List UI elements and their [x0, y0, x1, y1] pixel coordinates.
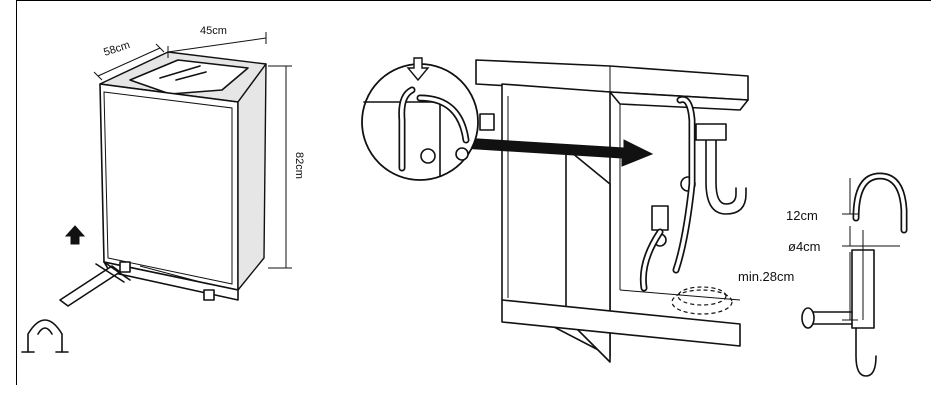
cabinet-installation: [461, 59, 749, 363]
cabinet-floor: [501, 299, 741, 347]
dishwasher-foot: [119, 261, 131, 273]
sink-bowl: [695, 123, 727, 141]
sink-trap: [705, 139, 747, 215]
dishwasher-side: [237, 63, 267, 291]
magnified-detail: [361, 57, 495, 181]
frame-left-border: [16, 0, 17, 385]
loop-height-label: 12cm: [786, 208, 818, 223]
width-label: 45cm: [200, 25, 227, 37]
depth-dimension-line: [97, 47, 161, 77]
depth-label: 58cm: [102, 39, 131, 59]
right-arrow-icon: [461, 137, 654, 167]
minimum-height-label: min.28cm: [738, 269, 794, 284]
down-arrow-icon: [406, 57, 430, 82]
dishwasher-door: [99, 83, 239, 291]
hose-coil-outline: [671, 289, 733, 315]
height-label: 82cm: [293, 152, 305, 179]
dishwasher-illustration: [99, 51, 267, 301]
frame-top-border: [16, 0, 931, 1]
dishwasher-top-detail: [159, 65, 207, 81]
drain-pipe: [807, 311, 853, 325]
dishwasher-door-inner: [103, 91, 233, 285]
width-dimension-line: [167, 37, 267, 53]
water-tap: [651, 205, 669, 231]
detail-valve: [420, 148, 436, 164]
dimension-lines: [93, 32, 292, 269]
pipe-diameter-label: ø4cm: [788, 239, 821, 254]
dishwasher-foot: [203, 289, 215, 301]
adjustment-wrench: [59, 261, 131, 307]
drain-detail: [801, 172, 908, 377]
dishwasher-foot-rail: [139, 265, 209, 285]
bracket-tool: [21, 319, 69, 353]
up-arrow-icon: [64, 225, 86, 245]
drain-trap: [855, 327, 877, 377]
